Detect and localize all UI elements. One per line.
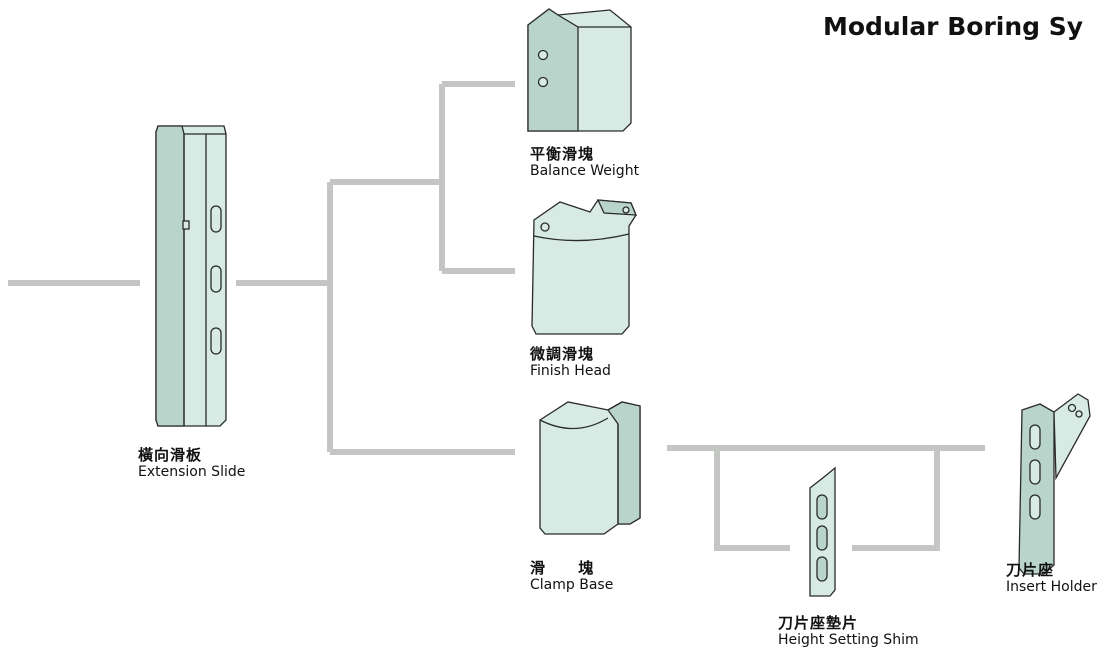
height-setting-shim-part	[809, 466, 836, 597]
balance-weight-part	[527, 8, 632, 132]
connector-shim-loop-right	[852, 448, 940, 551]
finish-head-label: 微調滑塊 Finish Head	[530, 345, 611, 380]
insert-holder-label-en: Insert Holder	[1006, 579, 1097, 595]
height-setting-shim-label-en: Height Setting Shim	[778, 632, 919, 648]
finish-head-label-zh: 微調滑塊	[530, 345, 595, 363]
extension-slide-part	[155, 125, 227, 427]
balance-weight-label-zh: 平衡滑塊	[530, 145, 595, 163]
insert-holder-part	[1018, 393, 1091, 575]
insert-holder-label-zh: 刀片座	[1006, 561, 1055, 579]
finish-head-label-en: Finish Head	[530, 363, 611, 379]
extension-slide-label: 橫向滑板 Extension Slide	[138, 446, 245, 481]
diagram-title: Modular Boring Sy	[823, 12, 1084, 41]
balance-weight-label-en: Balance Weight	[530, 163, 640, 179]
clamp-base-label: 滑 塊 Clamp Base	[530, 559, 613, 594]
height-setting-shim-label: 刀片座墊片 Height Setting Shim	[778, 614, 919, 649]
extension-slide-label-en: Extension Slide	[138, 464, 246, 480]
insert-holder-label: 刀片座 Insert Holder	[1006, 561, 1097, 596]
connector-shim-loop-left	[714, 448, 790, 551]
extension-slide-label-zh: 橫向滑板	[138, 446, 203, 464]
clamp-base-label-zh: 滑 塊	[530, 559, 608, 577]
connector-lines	[8, 81, 985, 551]
height-setting-shim-label-zh: 刀片座墊片	[778, 614, 859, 632]
balance-weight-label: 平衡滑塊 Balance Weight	[530, 145, 639, 180]
clamp-base-label-en: Clamp Base	[530, 577, 614, 593]
finish-head-part	[531, 199, 638, 335]
clamp-base-part	[539, 401, 641, 535]
